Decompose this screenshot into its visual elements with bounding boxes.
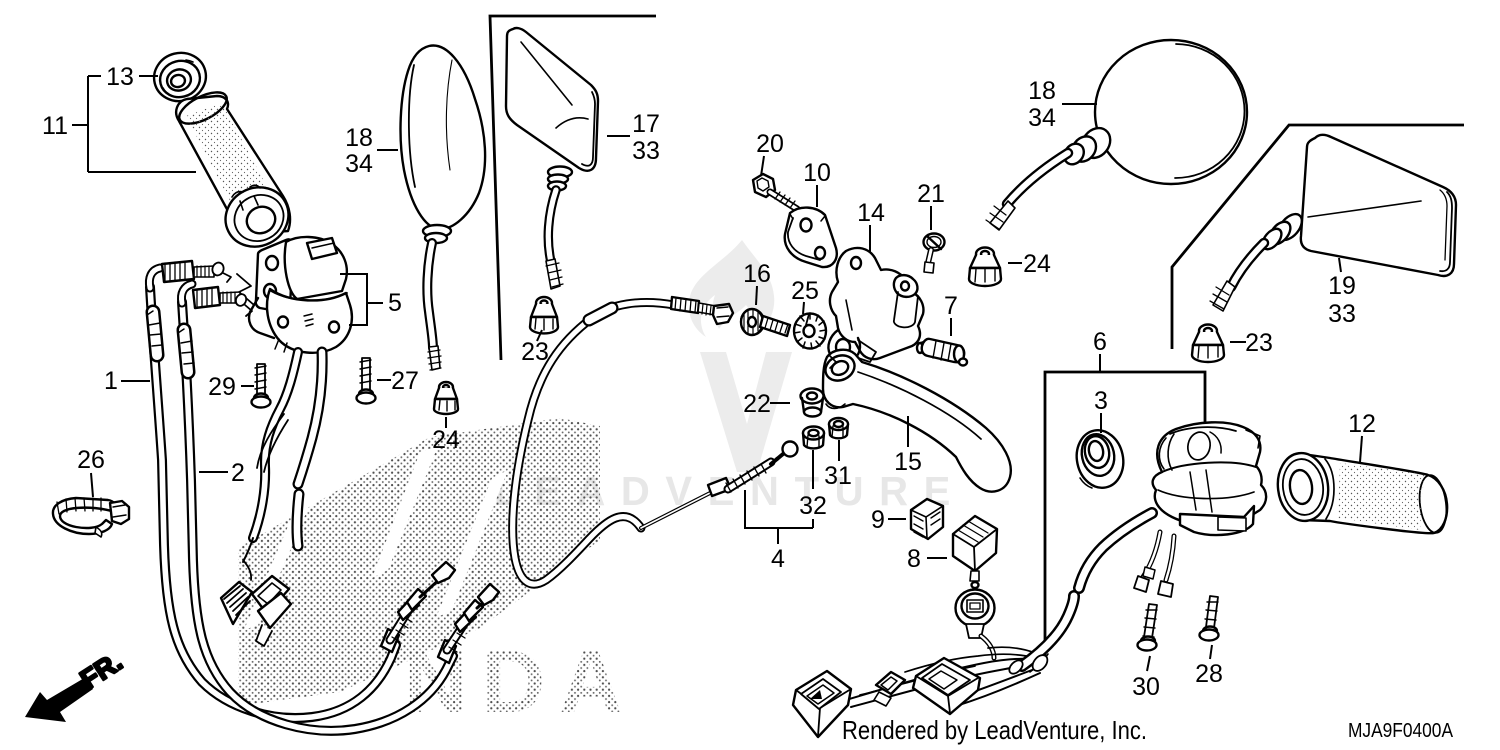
svg-text:13: 13: [106, 63, 134, 91]
svg-text:24: 24: [432, 426, 460, 454]
svg-text:11: 11: [42, 112, 68, 140]
svg-text:18: 18: [345, 124, 373, 152]
svg-text:7: 7: [944, 292, 958, 320]
svg-text:32: 32: [799, 492, 827, 520]
svg-text:4: 4: [771, 545, 785, 573]
svg-text:33: 33: [1328, 300, 1356, 328]
svg-text:29: 29: [208, 373, 236, 401]
svg-text:27: 27: [391, 367, 419, 395]
svg-text:22: 22: [743, 390, 771, 418]
svg-text:5: 5: [388, 289, 402, 317]
svg-text:33: 33: [632, 137, 660, 165]
svg-text:3: 3: [1094, 387, 1108, 415]
svg-text:1: 1: [104, 367, 118, 395]
svg-text:28: 28: [1195, 660, 1223, 688]
svg-text:10: 10: [803, 159, 831, 187]
svg-text:12: 12: [1348, 410, 1376, 438]
svg-text:Rendered by LeadVenture, Inc.: Rendered by LeadVenture, Inc.: [842, 715, 1147, 745]
svg-text:21: 21: [917, 180, 945, 208]
svg-text:8: 8: [907, 545, 921, 573]
svg-text:24: 24: [1023, 250, 1051, 278]
svg-text:15: 15: [894, 448, 922, 476]
svg-text:26: 26: [77, 446, 105, 474]
svg-text:19: 19: [1328, 272, 1356, 300]
svg-text:23: 23: [1245, 329, 1273, 357]
svg-text:14: 14: [857, 199, 885, 227]
svg-text:18: 18: [1028, 77, 1056, 105]
svg-text:9: 9: [871, 506, 885, 534]
svg-text:34: 34: [345, 150, 373, 178]
svg-text:30: 30: [1132, 673, 1160, 701]
svg-text:20: 20: [756, 130, 784, 158]
svg-text:16: 16: [743, 260, 771, 288]
svg-text:34: 34: [1028, 104, 1056, 132]
svg-text:6: 6: [1093, 328, 1107, 356]
svg-text:2: 2: [231, 459, 245, 487]
svg-text:17: 17: [632, 110, 660, 138]
svg-text:25: 25: [791, 277, 819, 305]
svg-text:31: 31: [824, 462, 852, 490]
svg-text:MJA9F0400A: MJA9F0400A: [1348, 720, 1454, 742]
svg-text:23: 23: [521, 338, 549, 366]
